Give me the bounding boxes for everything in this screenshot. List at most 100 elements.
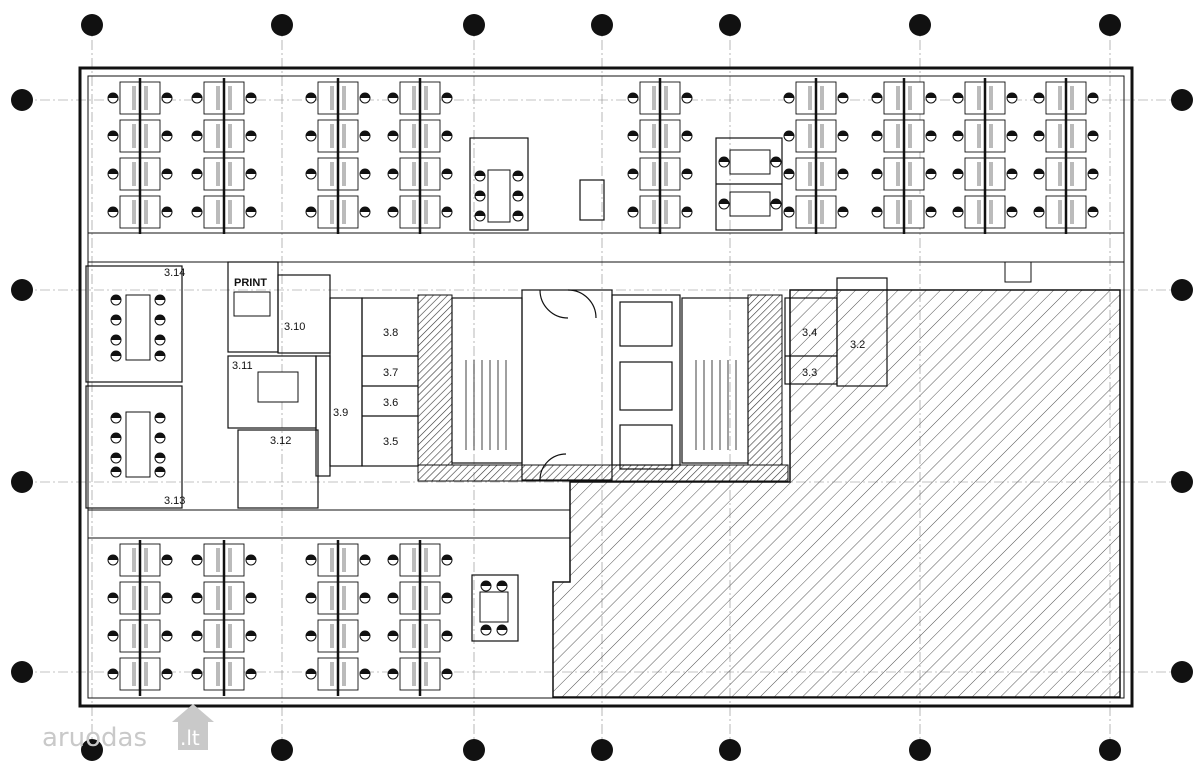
desk-chair: [1087, 206, 1099, 218]
desk-chair: [441, 168, 453, 180]
desk-chair: [952, 130, 964, 142]
desk-chair: [245, 206, 257, 218]
desk-chair: [359, 92, 371, 104]
desk-chair: [245, 592, 257, 604]
desk-chair: [441, 130, 453, 142]
desk-chair: [191, 592, 203, 604]
desk-chair: [1006, 206, 1018, 218]
desk-chair: [191, 130, 203, 142]
desk-chair: [387, 206, 399, 218]
desk-chair: [837, 168, 849, 180]
desk-chair: [783, 168, 795, 180]
desk-clusters: [107, 78, 1099, 696]
desk-chair: [387, 554, 399, 566]
print-room-label: PRINT: [234, 277, 267, 289]
meeting-chair: [154, 350, 166, 362]
desk-chair: [245, 630, 257, 642]
desk-chair: [191, 668, 203, 680]
meeting-chair: [718, 198, 730, 210]
desk-chair: [107, 554, 119, 566]
meeting-chair: [496, 580, 508, 592]
desk-chair: [107, 130, 119, 142]
desk-chair: [837, 92, 849, 104]
desk-chair: [107, 168, 119, 180]
desk-chair: [681, 92, 693, 104]
meeting-chair: [496, 624, 508, 636]
desk-chair: [441, 630, 453, 642]
desk-chair: [871, 168, 883, 180]
desk-chair: [359, 630, 371, 642]
desk-chair: [871, 92, 883, 104]
room-label-3-10: 3.10: [284, 321, 305, 333]
desk-chair: [925, 206, 937, 218]
meeting-chair: [154, 334, 166, 346]
desk-chair: [783, 206, 795, 218]
desk-chair: [387, 630, 399, 642]
desk-chair: [1033, 130, 1045, 142]
meeting-chair: [474, 210, 486, 222]
desk-chair: [305, 206, 317, 218]
desk-chair: [305, 592, 317, 604]
desk-chair: [441, 668, 453, 680]
desk-chair: [441, 554, 453, 566]
desk-chair: [245, 168, 257, 180]
meeting-chair: [110, 412, 122, 424]
desk-chair: [191, 92, 203, 104]
desk-chair: [305, 630, 317, 642]
desk-chair: [387, 130, 399, 142]
room-label-3-13: 3.13: [164, 495, 185, 507]
desk-chair: [627, 130, 639, 142]
desk-chair: [952, 168, 964, 180]
desk-chair: [359, 130, 371, 142]
desk-chair: [952, 92, 964, 104]
meeting-chair: [770, 198, 782, 210]
desk-chair: [1006, 130, 1018, 142]
room-label-3-7: 3.7: [383, 367, 398, 379]
desk-chair: [1006, 92, 1018, 104]
desk-chair: [1033, 168, 1045, 180]
meeting-chair: [110, 452, 122, 464]
meeting-chair: [110, 294, 122, 306]
desk-chair: [245, 668, 257, 680]
meeting-chair: [110, 466, 122, 478]
desk-chair: [1087, 92, 1099, 104]
desk-chair: [161, 130, 173, 142]
desk-chair: [305, 130, 317, 142]
desk-chair: [387, 592, 399, 604]
desk-chair: [1087, 130, 1099, 142]
hatched-area: [417, 289, 1121, 698]
room-label-3-8: 3.8: [383, 327, 398, 339]
desk-chair: [925, 168, 937, 180]
room-labels: 3.8 3.7 3.6 3.5 3.9 3.4 3.3 3.2 3.10 3.1…: [164, 267, 865, 507]
desk-chair: [681, 130, 693, 142]
desk-chair: [161, 592, 173, 604]
desk-chair: [107, 592, 119, 604]
meeting-chair: [718, 156, 730, 168]
desk-chair: [191, 206, 203, 218]
house-icon: [178, 720, 208, 750]
meeting-chair: [474, 170, 486, 182]
desk-chair: [1033, 206, 1045, 218]
desk-chair: [305, 92, 317, 104]
desk-chair: [387, 168, 399, 180]
grid-bubbles: [11, 14, 1193, 761]
meeting-chair: [110, 350, 122, 362]
watermark-tld: .lt: [180, 726, 200, 750]
desk-chair: [245, 554, 257, 566]
desk-chair: [107, 630, 119, 642]
meeting-chair: [512, 170, 524, 182]
desk-chair: [305, 668, 317, 680]
desk-chair: [441, 592, 453, 604]
desk-chair: [191, 630, 203, 642]
meeting-chair: [154, 314, 166, 326]
desk-chair: [161, 92, 173, 104]
desk-chair: [925, 92, 937, 104]
desk-chair: [359, 554, 371, 566]
desk-chair: [161, 554, 173, 566]
desk-chair: [871, 206, 883, 218]
meeting-chair: [512, 190, 524, 202]
room-label-3-14: 3.14: [164, 267, 185, 279]
desk-chair: [161, 668, 173, 680]
desk-chair: [245, 92, 257, 104]
